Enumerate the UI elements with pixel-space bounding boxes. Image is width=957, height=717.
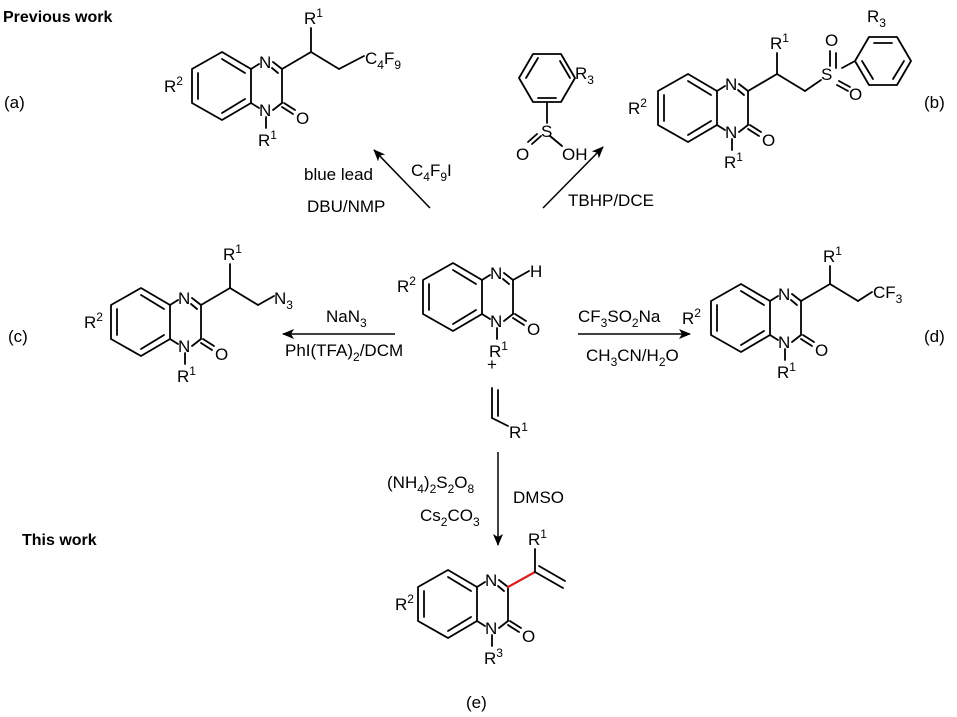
atom-N-top: N bbox=[178, 289, 190, 308]
atom-N-top: N bbox=[725, 75, 737, 94]
product-b-structure: N N O S O O R2 R1 R1 R3 bbox=[628, 7, 912, 172]
condition-b-oxidant-solvent: TBHP/DCE bbox=[568, 191, 654, 210]
condition-e-solvent: DMSO bbox=[513, 488, 564, 507]
arrow-to-a bbox=[373, 149, 431, 209]
atom-N-top: N bbox=[259, 53, 271, 72]
panel-label-e: (e) bbox=[466, 693, 487, 712]
R1-group-chain: R1 bbox=[823, 244, 842, 266]
atom-N-bottom: N bbox=[778, 333, 790, 352]
atom-S: S bbox=[821, 65, 832, 84]
R2-group: R2 bbox=[628, 96, 647, 118]
new-cc-bond bbox=[506, 570, 537, 589]
CF3-group: CF3 bbox=[873, 283, 903, 306]
R2-group: R2 bbox=[84, 310, 103, 332]
condition-d-solvent: CH3CN/H2O bbox=[586, 346, 679, 369]
panel-label-b: (b) bbox=[924, 93, 945, 112]
atom-N-bottom: N bbox=[725, 123, 737, 142]
panel-label-a: (a) bbox=[4, 93, 25, 112]
atom-O: O bbox=[527, 320, 540, 339]
plus-sign: + bbox=[487, 355, 497, 374]
atom-N-top: N bbox=[485, 571, 497, 590]
atom-O-sulfonyl-top: O bbox=[825, 31, 838, 50]
arrow-to-b bbox=[542, 146, 604, 209]
product-a-structure: N N O R2 R1 R1 C4F9 bbox=[164, 6, 401, 150]
atom-N-top: N bbox=[778, 285, 790, 304]
panel-label-d: (d) bbox=[924, 327, 945, 346]
R3-group-N: R3 bbox=[484, 646, 503, 668]
atom-H: H bbox=[530, 262, 542, 281]
R2-group: R2 bbox=[164, 74, 183, 96]
atom-N-bottom: N bbox=[490, 312, 502, 331]
product-c-structure: N N O R2 R1 R1 N3 bbox=[84, 242, 293, 386]
condition-c-reagent: NaN3 bbox=[326, 307, 367, 330]
condition-a-light: blue lead bbox=[304, 165, 373, 184]
alkene-structure: R1 bbox=[491, 387, 528, 442]
azide-group: N3 bbox=[274, 289, 293, 312]
atom-N-bottom: N bbox=[259, 101, 271, 120]
condition-a-base-solvent: DBU/NMP bbox=[307, 197, 385, 216]
atom-N-bottom: N bbox=[178, 337, 190, 356]
atom-O: O bbox=[815, 341, 828, 360]
atom-O: O bbox=[762, 131, 775, 150]
product-e-structure: N N O R2 R3 R1 bbox=[395, 527, 566, 668]
hydroxyl-group: OH bbox=[562, 145, 588, 164]
R1-group-N: R1 bbox=[258, 128, 277, 150]
R3-group-sulfinic: R3 bbox=[575, 64, 594, 87]
panel-label-c: (c) bbox=[8, 327, 28, 346]
atom-O-sulfonyl-right: O bbox=[849, 85, 862, 104]
R3-group: R3 bbox=[867, 7, 886, 30]
atom-O-sulfinic: O bbox=[516, 145, 529, 164]
atom-O: O bbox=[296, 109, 309, 128]
sulfinic-acid-structure: S O OH R3 bbox=[516, 53, 594, 164]
atom-N-bottom: N bbox=[485, 619, 497, 638]
atom-O: O bbox=[215, 345, 228, 364]
R1-group-chain: R1 bbox=[223, 242, 242, 264]
R1-group-chain: R1 bbox=[304, 6, 323, 28]
R1-group-N: R1 bbox=[177, 364, 196, 386]
condition-e-oxidant: (NH4)2S2O8 bbox=[387, 473, 475, 496]
condition-a-reagent: C4F9I bbox=[411, 161, 452, 184]
R1-group-vinyl: R1 bbox=[528, 527, 547, 549]
R1-group-N: R1 bbox=[777, 360, 796, 382]
condition-d-reagent: CF3SO2Na bbox=[578, 307, 661, 330]
R1-group-N: R1 bbox=[489, 339, 508, 361]
atom-S-sulfinic: S bbox=[541, 122, 552, 141]
previous-work-heading: Previous work bbox=[3, 9, 112, 26]
starting-quinoxalinone-structure: N N O H R2 R1 bbox=[397, 262, 542, 361]
R1-group-alkene: R1 bbox=[509, 420, 528, 442]
C4F9-group: C4F9 bbox=[365, 49, 401, 72]
this-work-heading: This work bbox=[22, 532, 97, 549]
atom-O: O bbox=[522, 627, 535, 646]
R2-group: R2 bbox=[397, 274, 416, 296]
R2-group: R2 bbox=[682, 306, 701, 328]
atom-N-top: N bbox=[490, 264, 502, 283]
condition-c-oxidant-solvent: PhI(TFA)2/DCM bbox=[285, 341, 403, 364]
R2-group: R2 bbox=[395, 592, 414, 614]
R1-group-N: R1 bbox=[724, 150, 743, 172]
condition-e-base: Cs2CO3 bbox=[420, 506, 480, 529]
R1-group-chain: R1 bbox=[770, 31, 789, 53]
product-d-structure: N N O R2 R1 R1 CF3 bbox=[682, 244, 903, 382]
